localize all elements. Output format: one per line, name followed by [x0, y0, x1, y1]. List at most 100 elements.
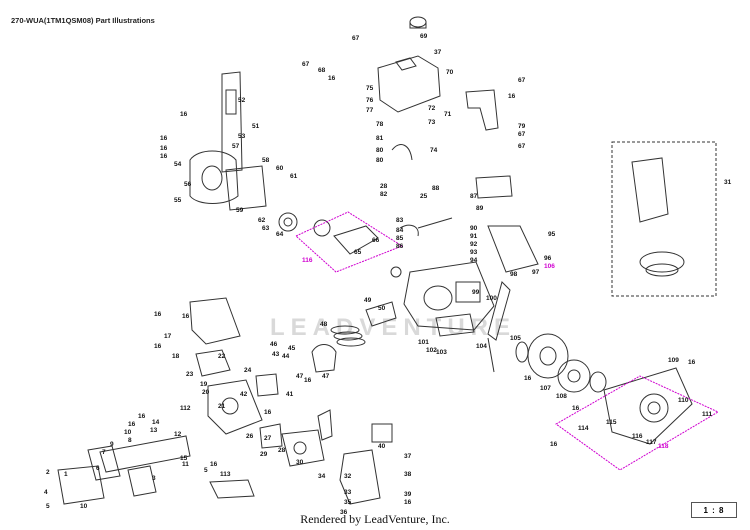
callout-88: 88: [432, 185, 440, 192]
callout-16: 16: [550, 441, 558, 448]
callout-37: 37: [404, 453, 412, 460]
callout-97: 97: [532, 269, 540, 276]
callout-28: 28: [278, 447, 286, 454]
highlight-box-116: [295, 211, 404, 273]
callout-75: 75: [366, 85, 374, 92]
piston: [311, 344, 337, 373]
tank-bracket: [465, 89, 499, 131]
callout-31: 31: [724, 179, 732, 186]
callout-69: 69: [420, 33, 428, 40]
callout-109: 109: [668, 357, 679, 364]
callout-72: 72: [428, 105, 436, 112]
crankshaft: [333, 225, 379, 255]
callout-1: 1: [64, 471, 68, 478]
callout-4: 4: [44, 489, 48, 496]
callout-15: 15: [180, 455, 188, 462]
callout-47: 47: [296, 373, 304, 380]
callout-80: 80: [376, 147, 384, 154]
recoil-housing-left: [221, 71, 243, 173]
callout-94: 94: [470, 257, 478, 264]
callout-11: 11: [182, 461, 189, 468]
callout-22: 22: [218, 353, 226, 360]
callout-16: 16: [180, 111, 188, 118]
callout-17: 17: [164, 333, 172, 340]
governor-gear: [278, 212, 298, 232]
callout-10: 10: [124, 429, 132, 436]
callout-23: 23: [186, 371, 194, 378]
callout-82: 82: [380, 191, 388, 198]
callout-16: 16: [524, 375, 532, 382]
callout-28: 28: [380, 183, 388, 190]
callout-117: 117: [646, 439, 657, 446]
callout-labels: 6967683770671675767778727173748081806716…: [44, 33, 732, 516]
callout-67: 67: [302, 61, 310, 68]
callout-60: 60: [276, 165, 284, 172]
callout-42: 42: [240, 391, 248, 398]
callout-16: 16: [154, 311, 162, 318]
callout-16: 16: [328, 75, 336, 82]
callout-92: 92: [470, 241, 478, 248]
callout-74: 74: [430, 147, 438, 154]
callout-6: 6: [96, 465, 100, 472]
callout-103: 103: [436, 349, 447, 356]
callout-89: 89: [476, 205, 484, 212]
callout-44: 44: [282, 353, 290, 360]
callout-13: 13: [150, 427, 158, 434]
callout-40: 40: [378, 443, 386, 450]
callout-67: 67: [518, 143, 526, 150]
callout-67: 67: [518, 131, 526, 138]
callout-35: 35: [344, 499, 352, 506]
callout-77: 77: [366, 107, 374, 114]
callout-116: 116: [632, 433, 643, 440]
air-filter-housing: [339, 449, 381, 505]
callout-118: 118: [658, 443, 669, 450]
carburetor-detail-panel: [611, 141, 717, 297]
callout-95: 95: [548, 231, 556, 238]
callout-16: 16: [688, 359, 696, 366]
highlight-box-118: [555, 375, 720, 471]
callout-63: 63: [262, 225, 270, 232]
callout-29: 29: [260, 451, 268, 458]
callout-48: 48: [320, 321, 328, 328]
callout-115: 115: [606, 419, 617, 426]
callout-41: 41: [286, 391, 294, 398]
callout-16: 16: [508, 93, 516, 100]
callout-7: 7: [102, 449, 106, 456]
callout-112: 112: [180, 405, 191, 412]
callout-56: 56: [184, 181, 192, 188]
callout-64: 64: [276, 231, 284, 238]
callout-116: 116: [302, 257, 313, 264]
callout-110: 110: [678, 397, 689, 404]
gasket: [225, 165, 267, 211]
callout-16: 16: [138, 413, 146, 420]
callout-32: 32: [344, 473, 352, 480]
callout-16: 16: [404, 499, 412, 506]
callout-51: 51: [252, 123, 260, 130]
watermark: LEADVENTURE: [270, 314, 517, 341]
callout-90: 90: [470, 225, 478, 232]
page-title: 270-WUA(1TM1QSM08) Part Illustrations: [11, 16, 155, 25]
callout-39: 39: [404, 491, 412, 498]
callout-59: 59: [236, 207, 244, 214]
callout-34: 34: [318, 473, 326, 480]
callout-30: 30: [296, 459, 304, 466]
carburetor: [281, 429, 325, 467]
control-panel: [487, 225, 539, 273]
callout-33: 33: [344, 489, 352, 496]
callout-93: 93: [470, 249, 478, 256]
callout-58: 58: [262, 157, 270, 164]
callout-5: 5: [204, 467, 208, 474]
callout-55: 55: [174, 197, 182, 204]
callout-102: 102: [426, 347, 437, 354]
callout-67: 67: [352, 35, 360, 42]
callout-52: 52: [238, 97, 246, 104]
callout-37: 37: [434, 49, 442, 56]
callout-24: 24: [244, 367, 252, 374]
callout-70: 70: [446, 69, 454, 76]
callout-14: 14: [152, 419, 160, 426]
callout-66: 66: [372, 237, 380, 244]
callout-16: 16: [128, 421, 136, 428]
callout-16: 16: [160, 145, 168, 152]
